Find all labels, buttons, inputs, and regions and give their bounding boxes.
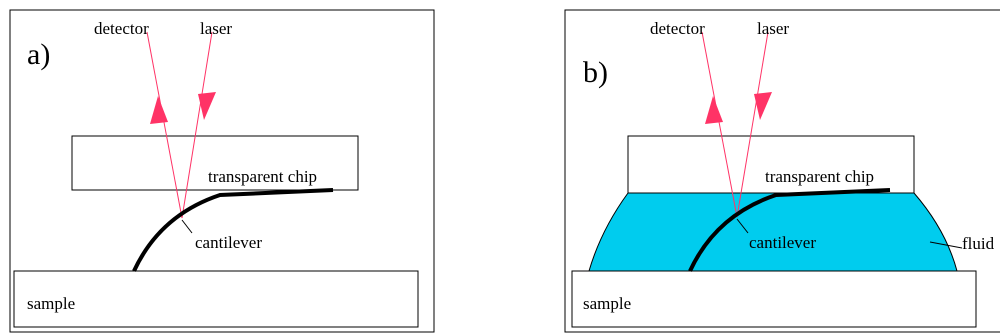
detector-beam-b <box>701 31 738 218</box>
cantilever-label-b: cantilever <box>749 233 816 252</box>
transparent-chip-a <box>71 135 359 191</box>
sample-label-a: sample <box>27 294 75 313</box>
cantilever-label-a: cantilever <box>195 233 262 252</box>
fluid-leader <box>929 241 963 249</box>
laser-label-b: laser <box>757 19 789 38</box>
detector-beam-a <box>146 31 183 219</box>
panel-a: a) transparent chip sample detector lase… <box>9 9 435 333</box>
cantilever-leader-a <box>181 219 193 234</box>
detector-label-a: detector <box>94 19 149 38</box>
transparent-chip-label-b: transparent chip <box>765 167 874 186</box>
detector-label-b: detector <box>650 19 705 38</box>
panel-b-frame <box>564 9 1000 333</box>
panel-b: b) transparent chip sample detector lase… <box>564 9 1000 333</box>
cantilever-leader-b <box>736 218 749 234</box>
laser-label-a: laser <box>200 19 232 38</box>
laser-beam-a <box>181 31 216 219</box>
panel-a-frame <box>9 9 435 333</box>
panel-b-label: b) <box>583 56 608 89</box>
transparent-chip-label-a: transparent chip <box>208 167 317 186</box>
sample-a <box>13 270 419 328</box>
cantilever-b <box>688 188 891 272</box>
transparent-chip-b <box>627 135 915 194</box>
cantilever-a <box>132 188 334 272</box>
laser-beam-b <box>736 31 772 218</box>
fluid-region <box>588 192 958 272</box>
panel-a-label: a) <box>27 38 50 71</box>
fluid-label: fluid <box>962 234 995 253</box>
sample-label-b: sample <box>583 294 631 313</box>
sample-b <box>571 270 977 328</box>
